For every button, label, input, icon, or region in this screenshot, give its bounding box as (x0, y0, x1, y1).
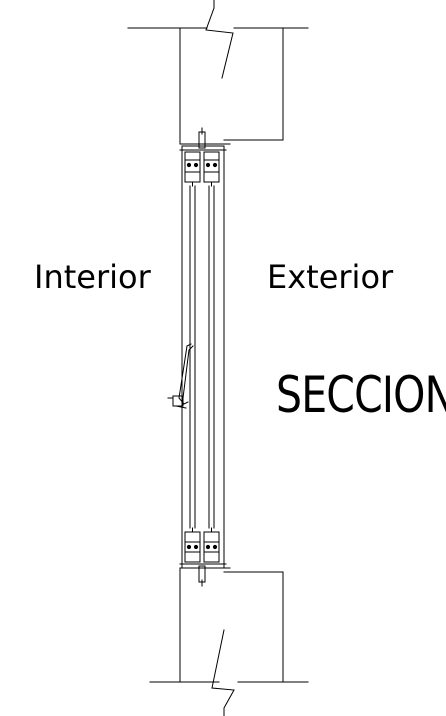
upper-wall (127, 27, 309, 145)
glass-pane-outer (208, 185, 215, 529)
window-frame (179, 145, 227, 569)
top-track-right (203, 151, 220, 187)
top-anchor (198, 127, 206, 149)
interior-label: Interior (34, 258, 151, 296)
lower-wall (149, 567, 309, 683)
bottom-anchor (198, 565, 206, 587)
upper-break-mark (205, 0, 234, 79)
lower-break-mark (211, 629, 235, 716)
exterior-label: Exterior (267, 258, 394, 296)
section-title: SECCION (276, 366, 446, 424)
top-track-left (184, 151, 201, 187)
window-latch (167, 343, 194, 409)
bottom-track-right (203, 527, 220, 563)
bottom-track-left (184, 527, 201, 563)
glass-pane-inner (189, 185, 196, 529)
